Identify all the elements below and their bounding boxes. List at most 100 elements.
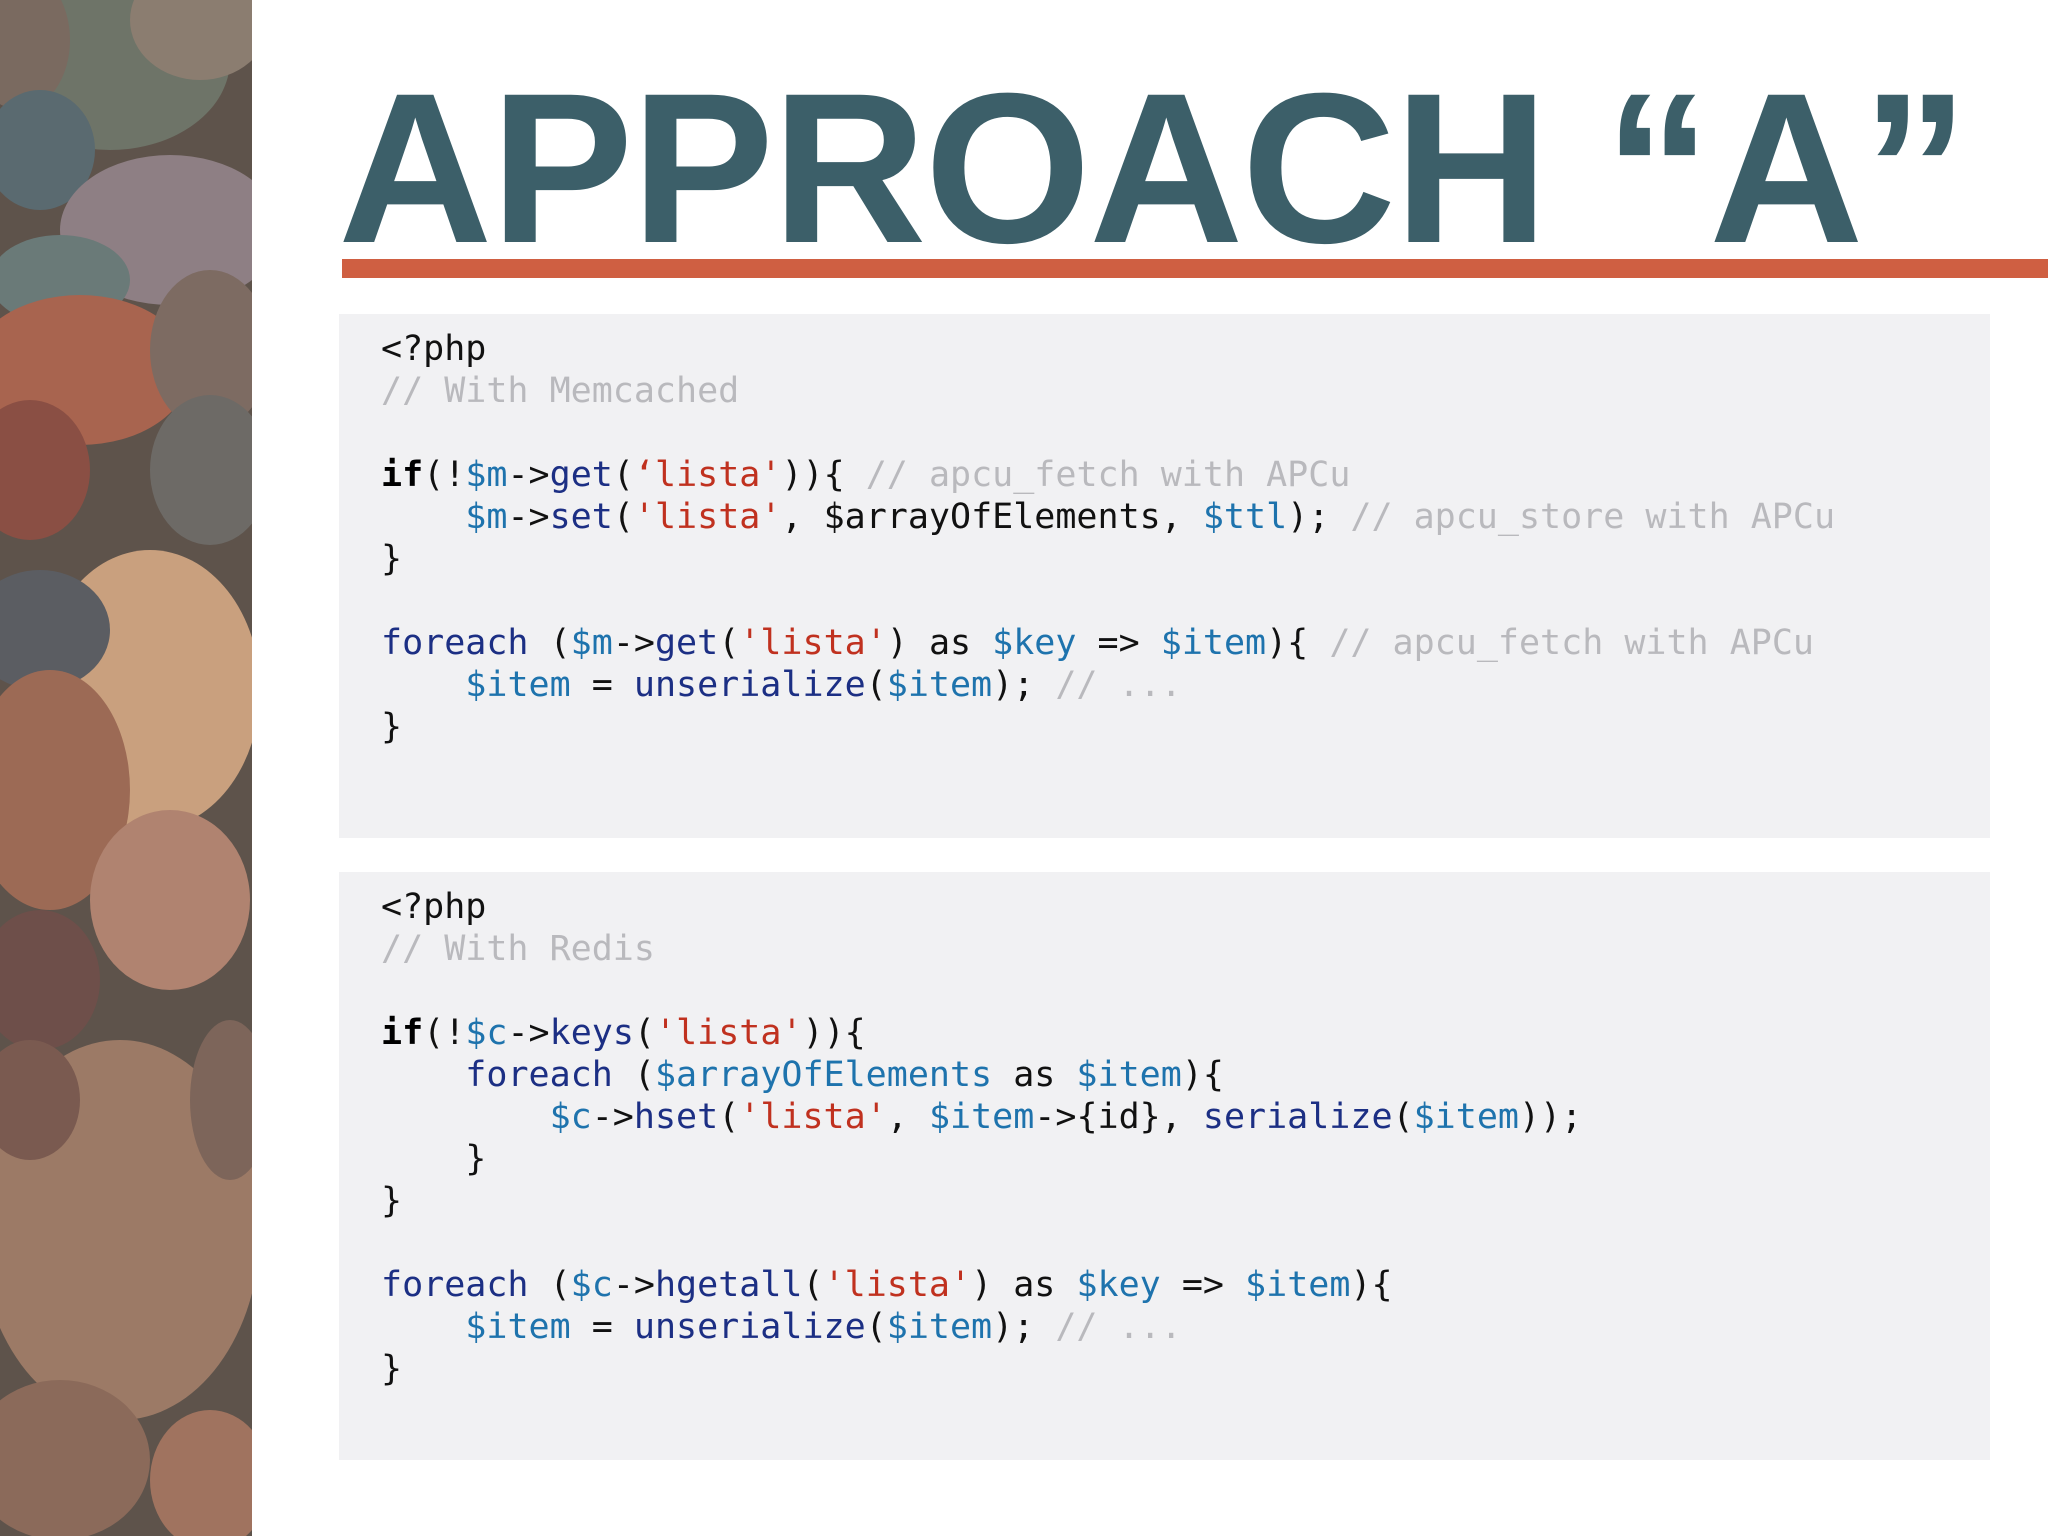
code-token: ->{id}, (1034, 1097, 1203, 1137)
code-line: } (381, 1138, 1990, 1180)
code-token: // With Memcached (381, 371, 740, 411)
code-token: ) as (971, 1265, 1077, 1305)
code-line (381, 970, 1990, 1012)
code-token: $m (465, 497, 508, 537)
code-line: <?php (381, 886, 1990, 928)
code-token: } (381, 1139, 487, 1179)
code-token: $item (1413, 1097, 1519, 1137)
code-token: <?php (381, 329, 487, 369)
code-line: foreach ($c->hgetall('lista') as $key =>… (381, 1264, 1990, 1306)
code-token: (! (423, 1013, 466, 1053)
code-token: $key (1076, 1265, 1161, 1305)
code-token: ( (633, 1013, 655, 1053)
code-token: $item (465, 665, 571, 705)
code-line: foreach ($m->get('lista') as $key => $it… (381, 622, 1990, 664)
code-token: ( (528, 1265, 571, 1305)
code-token: $item (928, 1097, 1035, 1137)
code-token: $item (886, 665, 993, 705)
code-token: if (381, 1013, 424, 1053)
code-line: } (381, 706, 1990, 748)
code-token (381, 665, 465, 705)
code-line: // With Redis (381, 928, 1990, 970)
code-token: = (570, 665, 634, 705)
code-line: // With Memcached (381, 370, 1990, 412)
code-token: $c (549, 1097, 592, 1137)
code-token: -> (507, 1013, 550, 1053)
code-token: $item (1076, 1055, 1182, 1095)
code-token: 'lista' (655, 1013, 803, 1053)
code-token: $item (465, 1307, 571, 1347)
code-token: 'lista' (823, 1265, 972, 1305)
code-token: = (570, 1307, 634, 1347)
code-token: ( (865, 1307, 887, 1347)
code-token: } (381, 1349, 403, 1389)
code-token: $item (1160, 623, 1267, 663)
stones-photo (0, 0, 252, 1536)
code-line: } (381, 538, 1990, 580)
code-line: } (381, 1180, 1990, 1222)
code-token: , $arrayOfElements, (781, 497, 1203, 537)
code-line: if(!$m->get(‘lista')){ // apcu_fetch wit… (381, 454, 1990, 496)
code-token: ( (718, 623, 740, 663)
code-token: ); (1287, 497, 1351, 537)
code-token: $c (465, 1013, 508, 1053)
code-token: ){ (1181, 1055, 1224, 1095)
code-token: if (381, 455, 424, 495)
code-token: => (1076, 623, 1161, 663)
code-token: // ... (1055, 1307, 1182, 1347)
title-underline (342, 259, 2048, 278)
code-token: , (886, 1097, 929, 1137)
code-token: // apcu_fetch with APCu (1329, 623, 1814, 663)
code-line: } (381, 1348, 1990, 1390)
code-token: foreach (381, 1265, 529, 1305)
code-token: serialize (1202, 1097, 1393, 1137)
code-token: ( (612, 455, 634, 495)
code-token: ( (718, 1097, 740, 1137)
code-token: ) as (886, 623, 993, 663)
code-token: $c (570, 1265, 613, 1305)
code-token: )); (1518, 1097, 1583, 1137)
code-token: -> (612, 623, 655, 663)
code-token: )){ (781, 455, 866, 495)
code-token: } (381, 1181, 403, 1221)
code-token: ( (528, 623, 571, 663)
code-token: ( (865, 665, 887, 705)
code-token (381, 1307, 465, 1347)
code-line: <?php (381, 328, 1990, 370)
code-token: -> (612, 1265, 655, 1305)
code-token: $m (570, 623, 613, 663)
code-token: set (549, 497, 613, 537)
code-token: ( (1392, 1097, 1414, 1137)
code-token: 'lista' (739, 623, 887, 663)
page-title: APPROACH “A” (338, 49, 1969, 288)
code-token: unserialize (633, 1307, 866, 1347)
code-token: $ttl (1202, 497, 1288, 537)
code-token: ( (612, 497, 634, 537)
code-token: ( (612, 1055, 655, 1095)
code-token: $item (886, 1307, 993, 1347)
code-token: $m (465, 455, 508, 495)
code-token: -> (591, 1097, 634, 1137)
code-line (381, 412, 1990, 454)
code-line: $item = unserialize($item); // ... (381, 1306, 1990, 1348)
code-line: $m->set('lista', $arrayOfElements, $ttl)… (381, 496, 1990, 538)
code-token: -> (507, 455, 550, 495)
code-line (381, 580, 1990, 622)
code-token (381, 497, 465, 537)
code-line (381, 1222, 1990, 1264)
code-token: } (381, 539, 403, 579)
code-token: // apcu_store with APCu (1350, 497, 1836, 537)
code-token (381, 1055, 465, 1095)
code-token: ){ (1350, 1265, 1393, 1305)
code-token: $arrayOfElements (654, 1055, 993, 1095)
code-token: ‘lista' (633, 455, 782, 495)
code-token: keys (549, 1013, 634, 1053)
code-token: )){ (802, 1013, 866, 1053)
code-token: -> (507, 497, 550, 537)
code-line: foreach ($arrayOfElements as $item){ (381, 1054, 1990, 1096)
code-token: foreach (465, 1055, 613, 1095)
code-line: if(!$c->keys('lista')){ (381, 1012, 1990, 1054)
code-token: get (549, 455, 613, 495)
